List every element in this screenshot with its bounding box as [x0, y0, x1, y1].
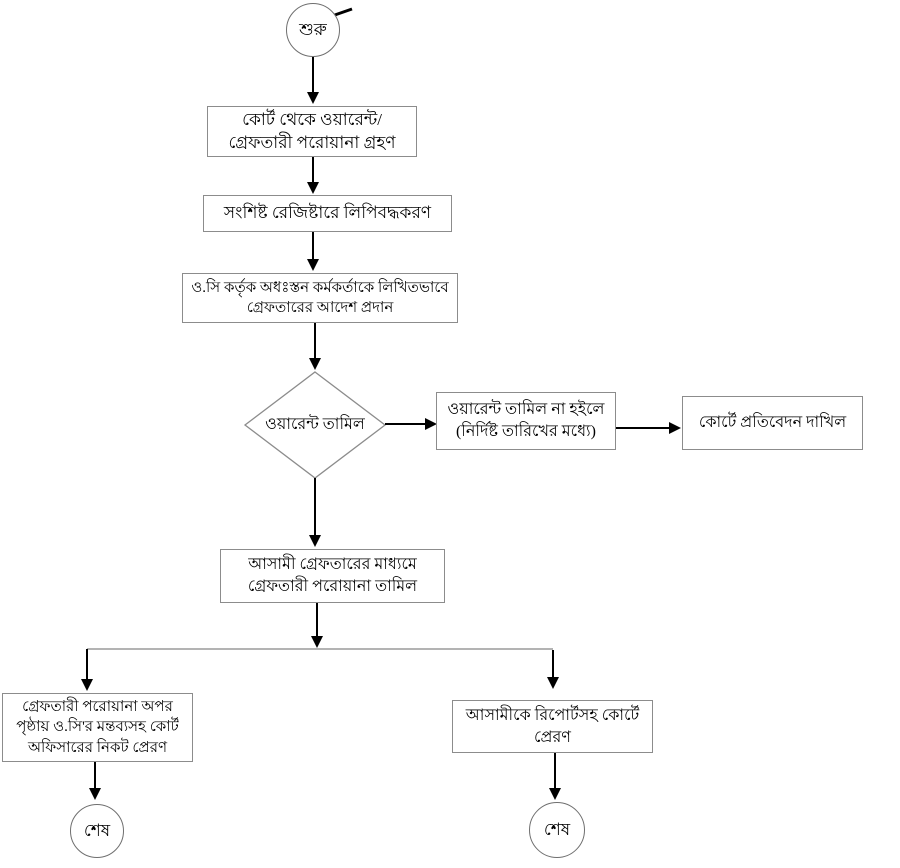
node-text-line: সংশিষ্ট রেজিষ্টারে লিপিবদ্ধকরণ	[223, 203, 432, 223]
arrowhead	[549, 788, 561, 800]
arrowhead	[89, 788, 101, 800]
end-right-label: শেষ	[543, 819, 571, 839]
process-oc-written-order: ও.সি কর্তৃক অধঃস্তন কর্মকর্তাকে লিখিতভাব…	[182, 273, 458, 323]
arrowhead	[307, 182, 319, 194]
process-court-report: কোর্টে প্রতিবেদন দাখিল	[682, 396, 863, 450]
process-register-entry: সংশিষ্ট রেজিষ্টারে লিপিবদ্ধকরণ	[203, 195, 452, 232]
arrowhead	[81, 679, 93, 691]
arrowhead	[307, 92, 319, 104]
end-node-right: শেষ	[529, 802, 585, 858]
start-node: শুরু	[286, 3, 340, 57]
process-receive-warrant: কোর্ট থেকে ওয়ারেন্ট/ গ্রেফতারী পরোয়ানা…	[207, 106, 417, 157]
node-text-line: আসামী গ্রেফতারের মাধ্যমে	[248, 556, 417, 574]
start-label: শুরু	[299, 19, 327, 39]
node-text-line: গ্রেফতারী পরোয়ানা গ্রহণ	[228, 132, 396, 152]
process-return-warrant-with-remarks: গ্রেফতারী পরোয়ানা অপর পৃষ্ঠায় ও.সি'র ম…	[2, 693, 193, 762]
node-text-line: কোর্ট থেকে ওয়ারেন্ট/	[242, 109, 382, 129]
node-text-line: কোর্টে প্রতিবেদন দাখিল	[698, 414, 847, 432]
process-send-accused-with-report: আসামীকে রিপোর্টসহ কোর্টে প্রেরণ	[452, 700, 653, 753]
arrowhead	[311, 636, 323, 648]
arrowhead	[547, 677, 559, 689]
arrowhead	[307, 259, 319, 271]
arrowhead	[309, 535, 321, 547]
node-text-line: অফিসারের নিকট প্রেরণ	[27, 739, 168, 756]
node-text-line: (নির্দিষ্ট তারিখের মধ্যে)	[455, 423, 597, 440]
process-not-executed: ওয়ারেন্ট তামিল না হইলে (নির্দিষ্ট তারিখ…	[436, 392, 616, 450]
node-text-line: আসামীকে রিপোর্টসহ কোর্টে	[465, 706, 640, 724]
arrowhead	[425, 418, 437, 430]
node-text-line: ও.সি কর্তৃক অধঃস্তন কর্মকর্তাকে লিখিতভাব…	[191, 279, 449, 296]
decision-warrant-executed: ওয়ারেন্ট তামিল	[245, 408, 385, 442]
decision-label: ওয়ারেন্ট তামিল	[265, 416, 365, 434]
end-node-left: শেষ	[70, 804, 124, 858]
node-text-line: গ্রেফতারের আদেশ প্রদান	[246, 300, 394, 316]
process-warrant-executed-by-arrest: আসামী গ্রেফতারের মাধ্যমে গ্রেফতারী পরোয়…	[220, 549, 445, 603]
node-text-line: ওয়ারেন্ট তামিল না হইলে	[447, 401, 605, 419]
node-text-line: প্রেরণ	[534, 728, 571, 746]
end-left-label: শেষ	[83, 820, 111, 840]
node-text-line: গ্রেফতারী পরোয়ানা তামিল	[247, 578, 418, 595]
node-text-line: পৃষ্ঠায় ও.সি'র মন্তব্যসহ কোর্ট	[16, 719, 179, 736]
arrowhead	[669, 422, 681, 434]
arrowhead	[309, 358, 321, 370]
node-text-line: গ্রেফতারী পরোয়ানা অপর	[22, 699, 173, 716]
